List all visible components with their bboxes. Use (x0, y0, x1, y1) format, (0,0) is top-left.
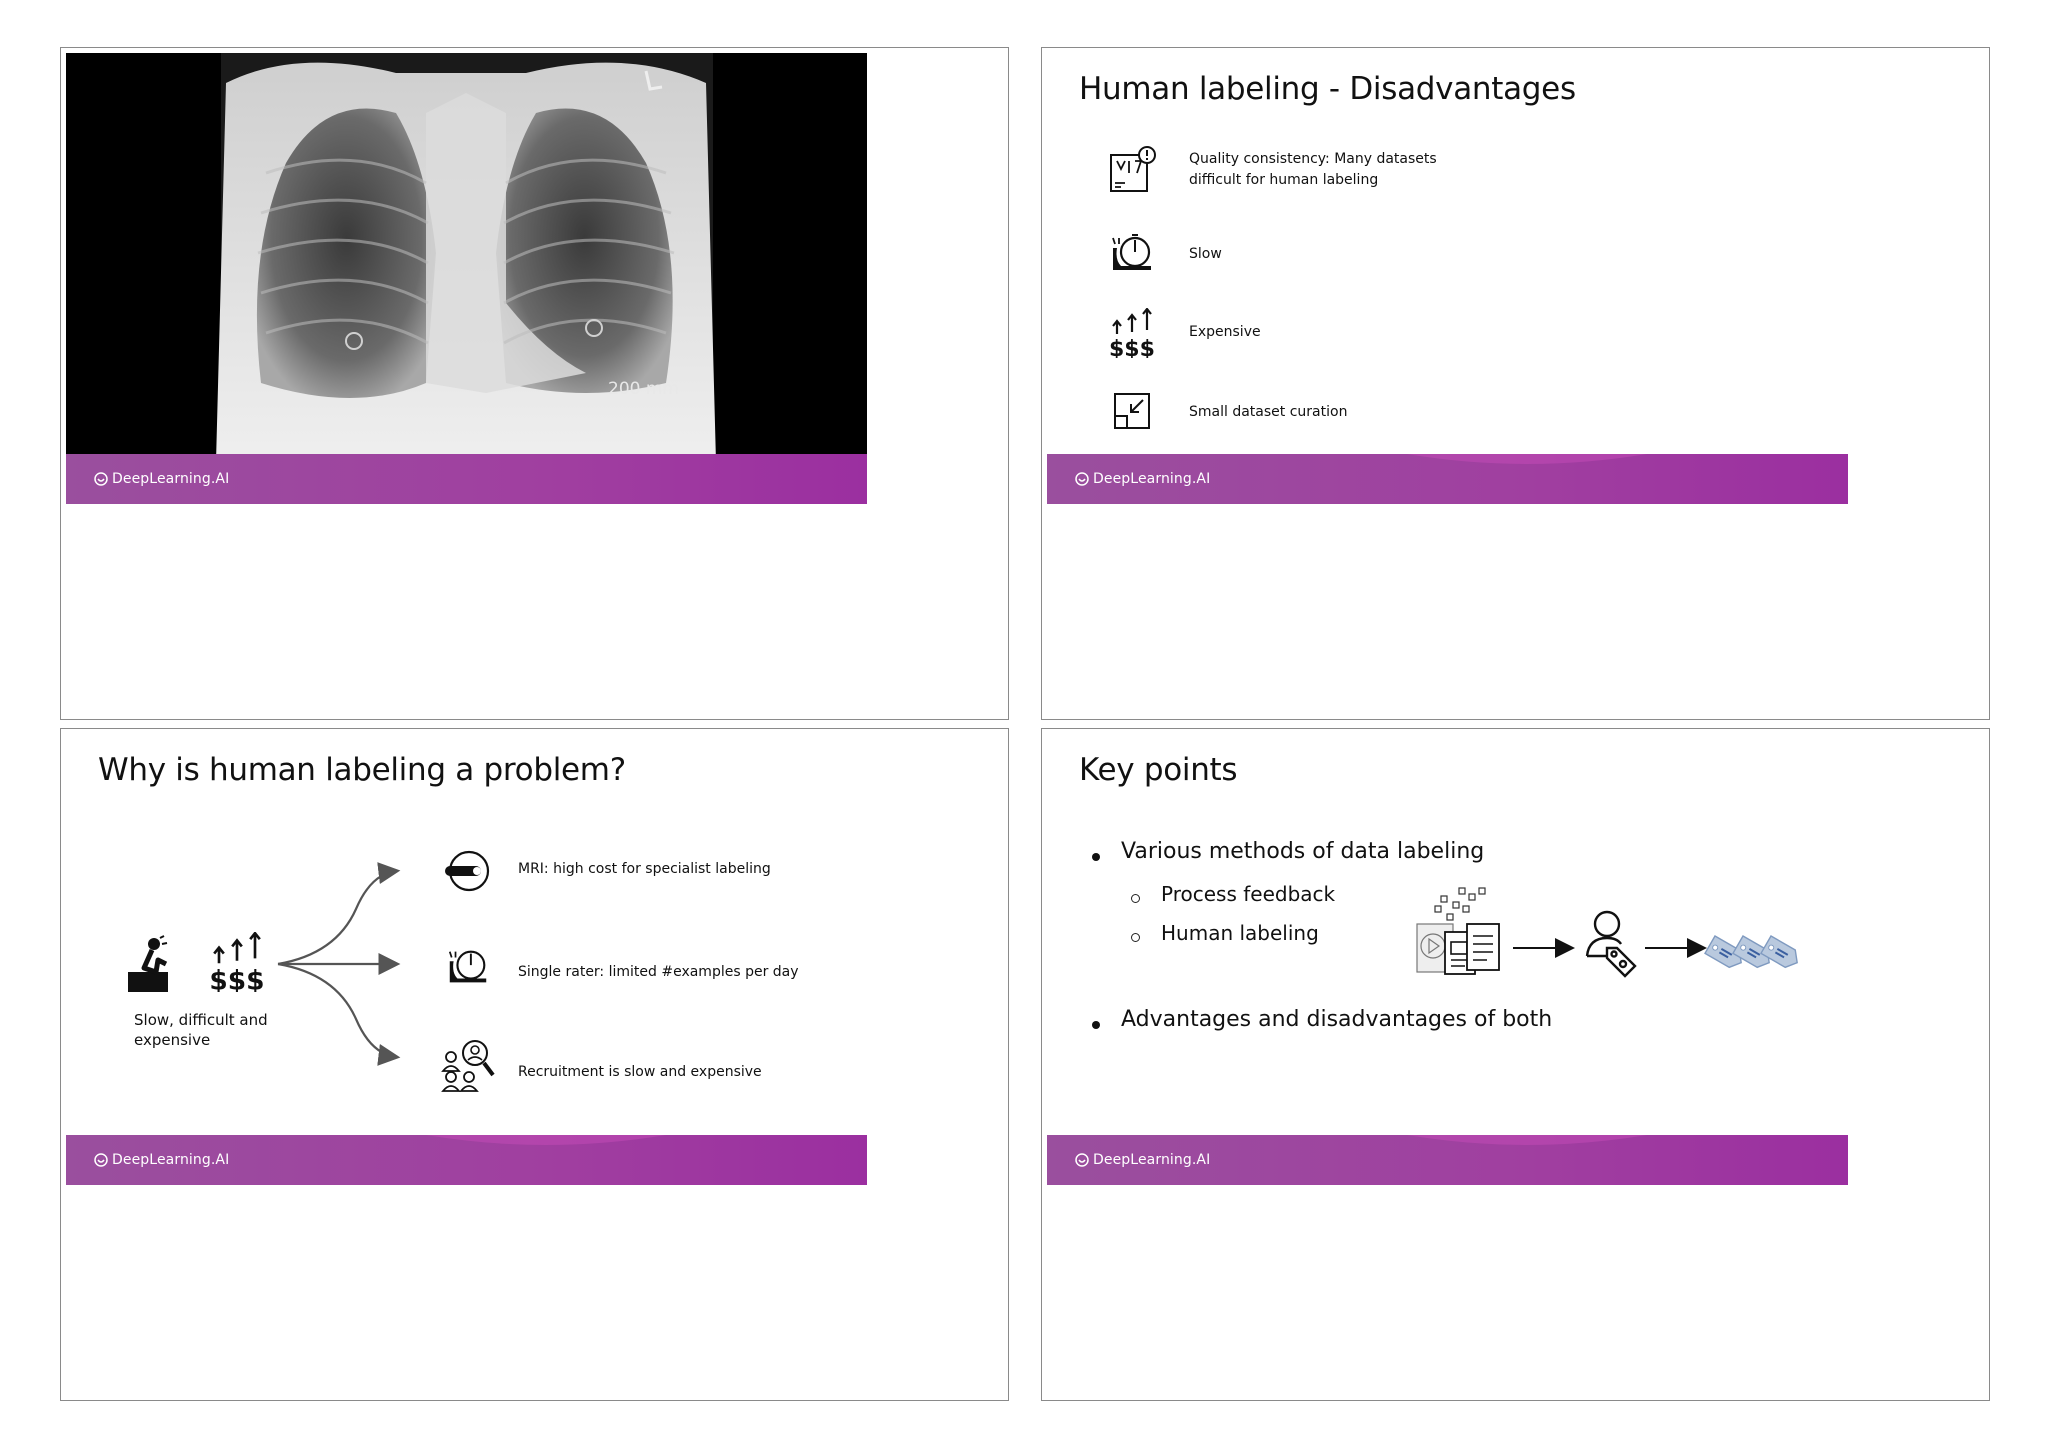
slide-xray: 200 mm DeepLearning.AI (66, 53, 867, 504)
slide-card-why-problem: Why is human labeling a problem? $$$ Slo… (60, 728, 1009, 1401)
svg-text:$$$: $$$ (1109, 337, 1155, 358)
rising-dollars-icon: $$$ (1109, 308, 1155, 358)
disadvantage-text-line2: difficult for human labeling (1189, 172, 1379, 188)
deeplearning-logo-icon (94, 472, 108, 486)
brand-logo: DeepLearning.AI (94, 1152, 229, 1168)
slide-footer: DeepLearning.AI (1047, 1135, 1848, 1185)
brand-name: DeepLearning.AI (1093, 471, 1211, 487)
struggling-person-icon (128, 935, 168, 992)
bullet-marker (1092, 853, 1100, 861)
sub-bullet-marker (1131, 894, 1140, 903)
brand-name: DeepLearning.AI (1093, 1152, 1211, 1168)
deeplearning-logo-icon (1075, 1153, 1089, 1167)
disadvantage-text-slow: Slow (1189, 246, 1222, 262)
human-labeler-icon (1585, 910, 1637, 978)
slide-card-xray: 200 mm DeepLearning.AI (60, 47, 1009, 720)
slide-disadvantages: Human labeling - Disadvantages Quality c… (1047, 53, 1848, 504)
chest-xray-image: 200 mm (66, 53, 867, 462)
problem-caption: Slow, difficult and expensive (134, 1010, 268, 1050)
sub-bullet-marker (1131, 933, 1140, 942)
slide-title: Key points (1079, 752, 1238, 788)
branch-text-recruitment: Recruitment is slow and expensive (518, 1064, 762, 1080)
branch-text-mri: MRI: high cost for specialist labeling (518, 861, 771, 877)
disadvantage-item-expensive: $$$ Expensive (1107, 308, 1261, 358)
branch-arrows (277, 862, 401, 1066)
svg-text:$$$: $$$ (209, 966, 264, 992)
quality-warning-icon (1110, 146, 1156, 192)
sub-point-human-labeling: Human labeling (1161, 921, 1319, 945)
brand-name: DeepLearning.AI (112, 1152, 230, 1168)
scale-label: 200 mm (608, 379, 679, 399)
disadvantage-text-expensive: Expensive (1189, 324, 1261, 340)
brand-logo: DeepLearning.AI (94, 471, 229, 487)
disadvantage-text-small-dataset: Small dataset curation (1189, 404, 1348, 420)
caption-line1: Slow, difficult and (134, 1011, 268, 1029)
slide-title: Human labeling - Disadvantages (1079, 71, 1576, 107)
slide-footer: DeepLearning.AI (1047, 454, 1848, 504)
slide-title: Why is human labeling a problem? (98, 752, 626, 788)
snail-timer-icon (448, 950, 487, 983)
deeplearning-logo-icon (1075, 472, 1089, 486)
snail-timer-icon (1112, 234, 1151, 270)
branch-text-single-rater: Single rater: limited #examples per day (518, 964, 799, 980)
rising-dollars-icon: $$$ (209, 932, 264, 992)
brand-name: DeepLearning.AI (112, 471, 230, 487)
key-point-2: Advantages and disadvantages of both (1121, 1007, 1553, 1032)
slide-footer: DeepLearning.AI (66, 1135, 867, 1185)
shrink-arrow-icon (1114, 393, 1150, 429)
slide-key-points: Key points Various methods of data label… (1047, 734, 1848, 1185)
disadvantage-item-quality: Quality consistency: Many datasets diffi… (1107, 145, 1437, 195)
data-files-icon (1416, 887, 1500, 975)
labels-tags-icon (1704, 935, 1798, 969)
brand-logo: DeepLearning.AI (1075, 1152, 1210, 1168)
caption-line2: expensive (134, 1031, 211, 1049)
footer-wave-decoration (1407, 454, 1647, 464)
disadvantage-item-small-dataset: Small dataset curation (1107, 388, 1347, 438)
labeling-pipeline-diagram (1416, 887, 1798, 978)
bullet-marker (1092, 1021, 1100, 1029)
disadvantage-text-line1: Quality consistency: Many datasets (1189, 151, 1437, 167)
slide-why-problem: Why is human labeling a problem? $$$ Slo… (66, 734, 867, 1185)
deeplearning-logo-icon (94, 1153, 108, 1167)
slide-footer: DeepLearning.AI (66, 454, 867, 504)
recruitment-search-icon (441, 1040, 495, 1092)
sub-point-process-feedback: Process feedback (1161, 882, 1336, 906)
slide-card-disadvantages: Human labeling - Disadvantages Quality c… (1041, 47, 1990, 720)
key-point-1: Various methods of data labeling (1121, 839, 1485, 864)
footer-wave-decoration (1407, 1135, 1647, 1145)
footer-wave-decoration (426, 1135, 666, 1145)
brand-logo: DeepLearning.AI (1075, 471, 1210, 487)
disadvantage-item-slow: Slow (1107, 230, 1222, 280)
slide-card-key-points: Key points Various methods of data label… (1041, 728, 1990, 1401)
mri-scanner-icon (445, 850, 490, 892)
